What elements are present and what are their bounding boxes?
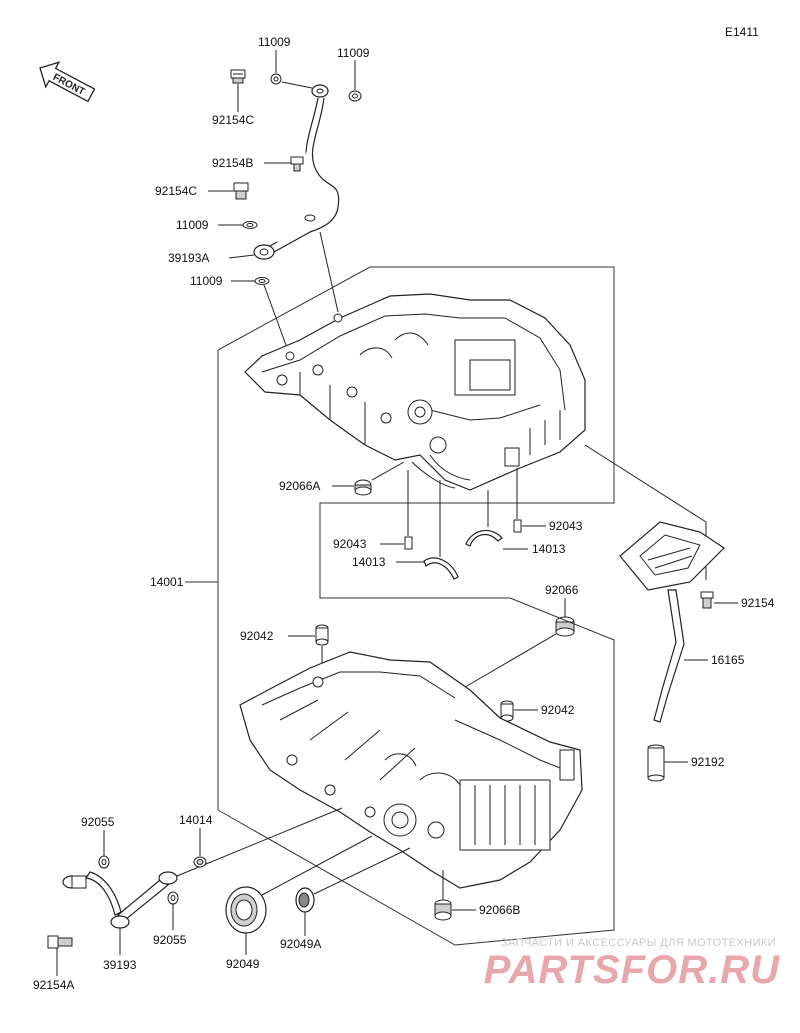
callout-92066: 92066: [545, 583, 579, 597]
callout-14013-right: 14013: [532, 542, 566, 556]
oil-seal-92049A[interactable]: [295, 887, 315, 913]
callout-92042-left: 92042: [240, 629, 274, 643]
bolt-92154C-top[interactable]: [230, 69, 246, 84]
dowel-92042-left[interactable]: [315, 624, 329, 646]
callout-92043-left: 92043: [333, 537, 367, 551]
callout-92066B: 92066B: [479, 903, 520, 917]
callout-92154B: 92154B: [212, 156, 253, 170]
callout-92154: 92154: [741, 596, 775, 610]
callout-92042-right: 92042: [541, 703, 575, 717]
callout-92066A: 92066A: [279, 479, 320, 493]
callout-14001: 14001: [150, 575, 184, 589]
bolt-92154B[interactable]: [290, 156, 304, 172]
bolt-92154C-mid[interactable]: [233, 182, 249, 200]
callout-11009-d: 11009: [190, 274, 223, 288]
callout-92154C-top: 92154C: [212, 113, 254, 127]
callout-11009-b: 11009: [337, 46, 370, 60]
front-arrow-icon: FRONT: [39, 61, 96, 103]
dowel-pin-92043-left[interactable]: [404, 536, 413, 550]
diagram-code: E1411: [725, 25, 759, 39]
oil-strainer-16165[interactable]: [619, 521, 725, 723]
thrust-bearing-14013-right[interactable]: [465, 529, 503, 547]
hose-92192[interactable]: [647, 744, 665, 782]
callout-92055-bot: 92055: [153, 933, 187, 947]
bolt-92154A[interactable]: [47, 935, 73, 949]
oil-pipe-39193A[interactable]: [253, 81, 340, 260]
callout-14013-left: 14013: [352, 555, 386, 569]
callout-92154C-mid: 92154C: [155, 184, 197, 198]
plug-92066A[interactable]: [354, 479, 372, 496]
plug-92066B[interactable]: [434, 899, 452, 921]
callout-92049A: 92049A: [280, 937, 321, 951]
callout-39193: 39193: [103, 958, 137, 972]
callout-92055-top: 92055: [81, 815, 115, 829]
callout-92192: 92192: [691, 755, 725, 769]
watermark-logo: PARTSFOR.RU: [483, 948, 780, 992]
plug-92066[interactable]: [555, 616, 575, 637]
thrust-bearing-14013-left[interactable]: [423, 557, 459, 580]
bolt-92154[interactable]: [700, 591, 714, 609]
callout-39193A: 39193A: [168, 251, 209, 265]
oil-seal-92049[interactable]: [225, 886, 267, 934]
callout-11009-c: 11009: [176, 218, 209, 232]
callout-11009-a: 11009: [258, 35, 291, 49]
watermark-subtitle: ЗАПЧАСТИ И АКСЕССУАРЫ ДЛЯ МОТОТЕХНИКИ: [500, 937, 776, 949]
callout-92043-right: 92043: [549, 519, 583, 533]
dowel-pin-92043-right[interactable]: [513, 519, 522, 533]
dowel-92042-right[interactable]: [500, 700, 514, 722]
seal-14014[interactable]: [193, 856, 207, 868]
callout-92049: 92049: [226, 957, 260, 971]
lower-crankcase[interactable]: [239, 651, 583, 889]
callout-16165: 16165: [711, 653, 745, 667]
upper-crankcase[interactable]: [244, 293, 586, 491]
oil-pipe-39193[interactable]: [62, 871, 178, 929]
callout-92154A: 92154A: [33, 978, 74, 992]
callout-14014: 14014: [179, 813, 213, 827]
